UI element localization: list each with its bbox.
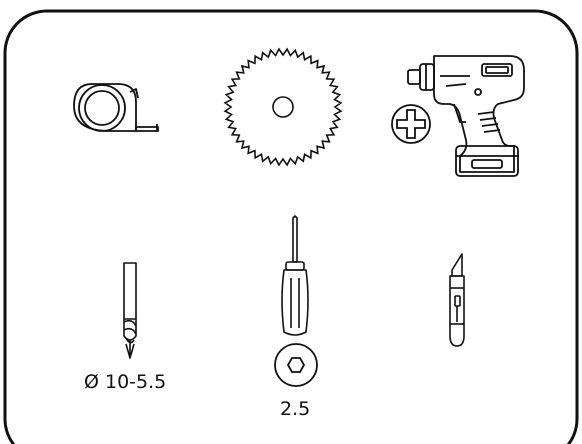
tape-measure-icon [73,83,159,132]
screwdriver-icon [281,215,309,336]
panel-frame [3,9,579,444]
drill-bit-size-label: Ø 10-5.5 [84,371,167,393]
cordless-drill-icon [407,55,525,177]
drill-bit-icon [123,262,137,359]
hex-key-size-label: 2.5 [280,398,311,420]
hex-bit-icon [274,343,318,387]
circular-saw-blade-icon [223,47,343,167]
utility-knife-icon [449,253,465,347]
phillips-head-icon [391,104,431,144]
